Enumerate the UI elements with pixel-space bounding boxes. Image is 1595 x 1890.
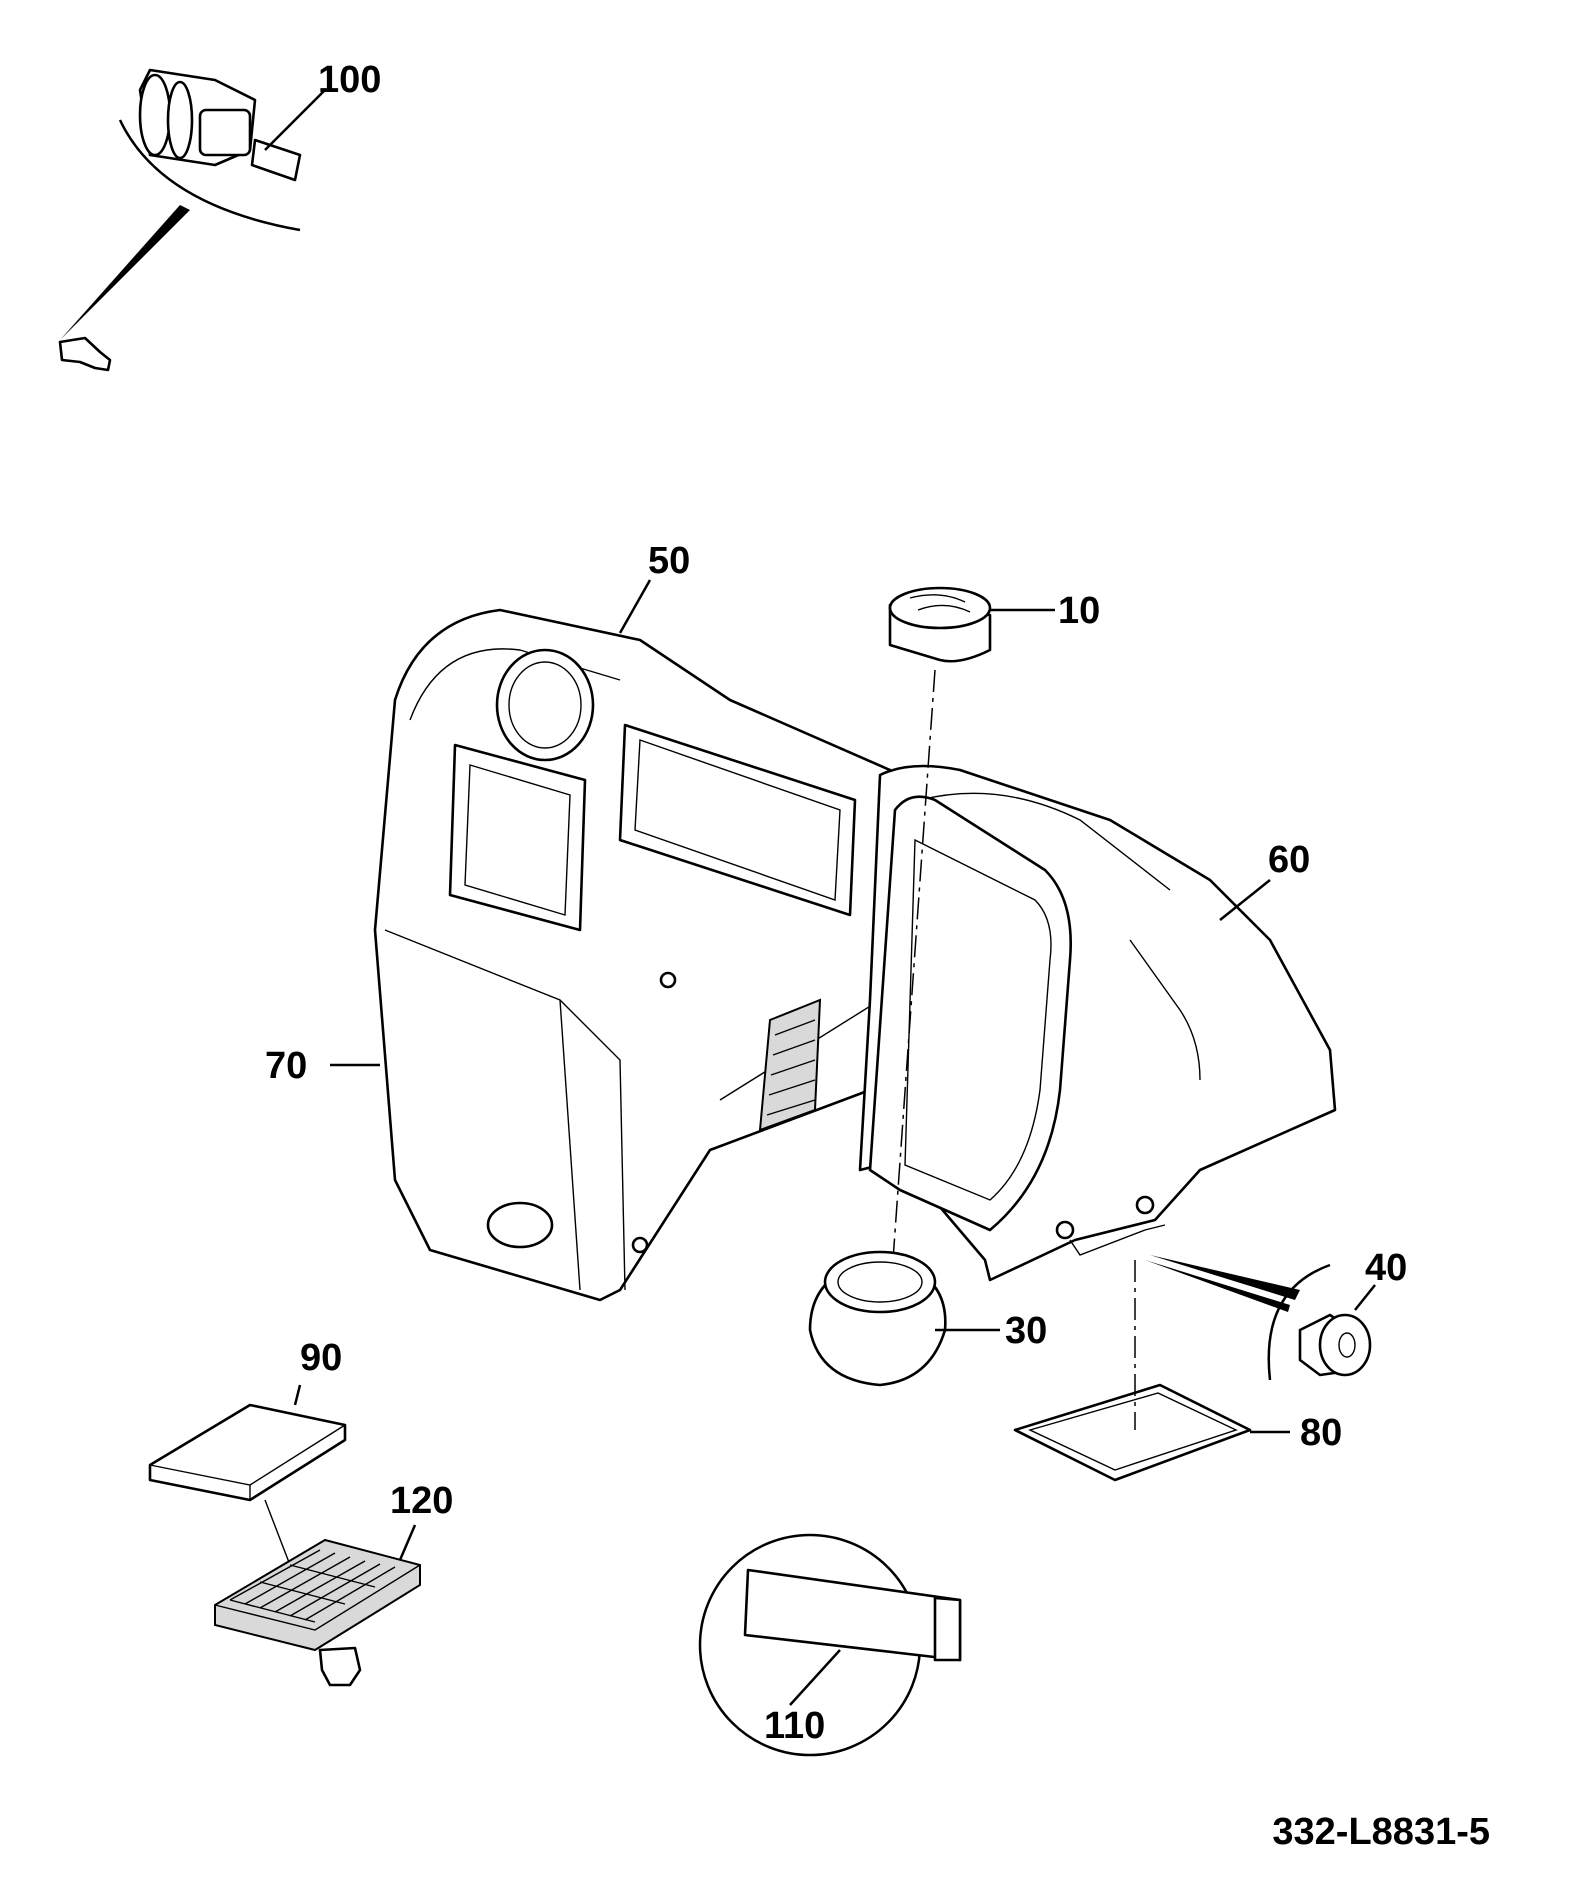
callout-90: 90 xyxy=(300,1337,342,1379)
callout-60: 60 xyxy=(1268,839,1310,881)
callout-100: 100 xyxy=(318,59,381,101)
callout-30: 30 xyxy=(1005,1310,1047,1352)
part-50-70-housing xyxy=(373,608,907,1302)
part-10-vent xyxy=(888,586,992,663)
drawing-code: 332-L8831-5 xyxy=(1272,1811,1490,1853)
callout-40: 40 xyxy=(1365,1247,1407,1289)
callout-10: 10 xyxy=(1058,590,1100,632)
part-80-gasket xyxy=(1013,1383,1252,1482)
callout-50: 50 xyxy=(648,540,690,582)
part-60-console xyxy=(758,764,1337,1282)
part-30-socket xyxy=(808,1250,947,1387)
part-120-velcro xyxy=(214,1538,421,1687)
callout-110: 110 xyxy=(764,1705,825,1747)
part-100-switch xyxy=(58,68,326,372)
callout-120: 120 xyxy=(390,1480,453,1522)
part-40-grommet xyxy=(1145,1255,1372,1381)
callout-80: 80 xyxy=(1300,1412,1342,1454)
part-110-strip xyxy=(698,1533,962,1757)
callout-70: 70 xyxy=(265,1045,307,1087)
part-90-pad xyxy=(148,1403,347,1502)
